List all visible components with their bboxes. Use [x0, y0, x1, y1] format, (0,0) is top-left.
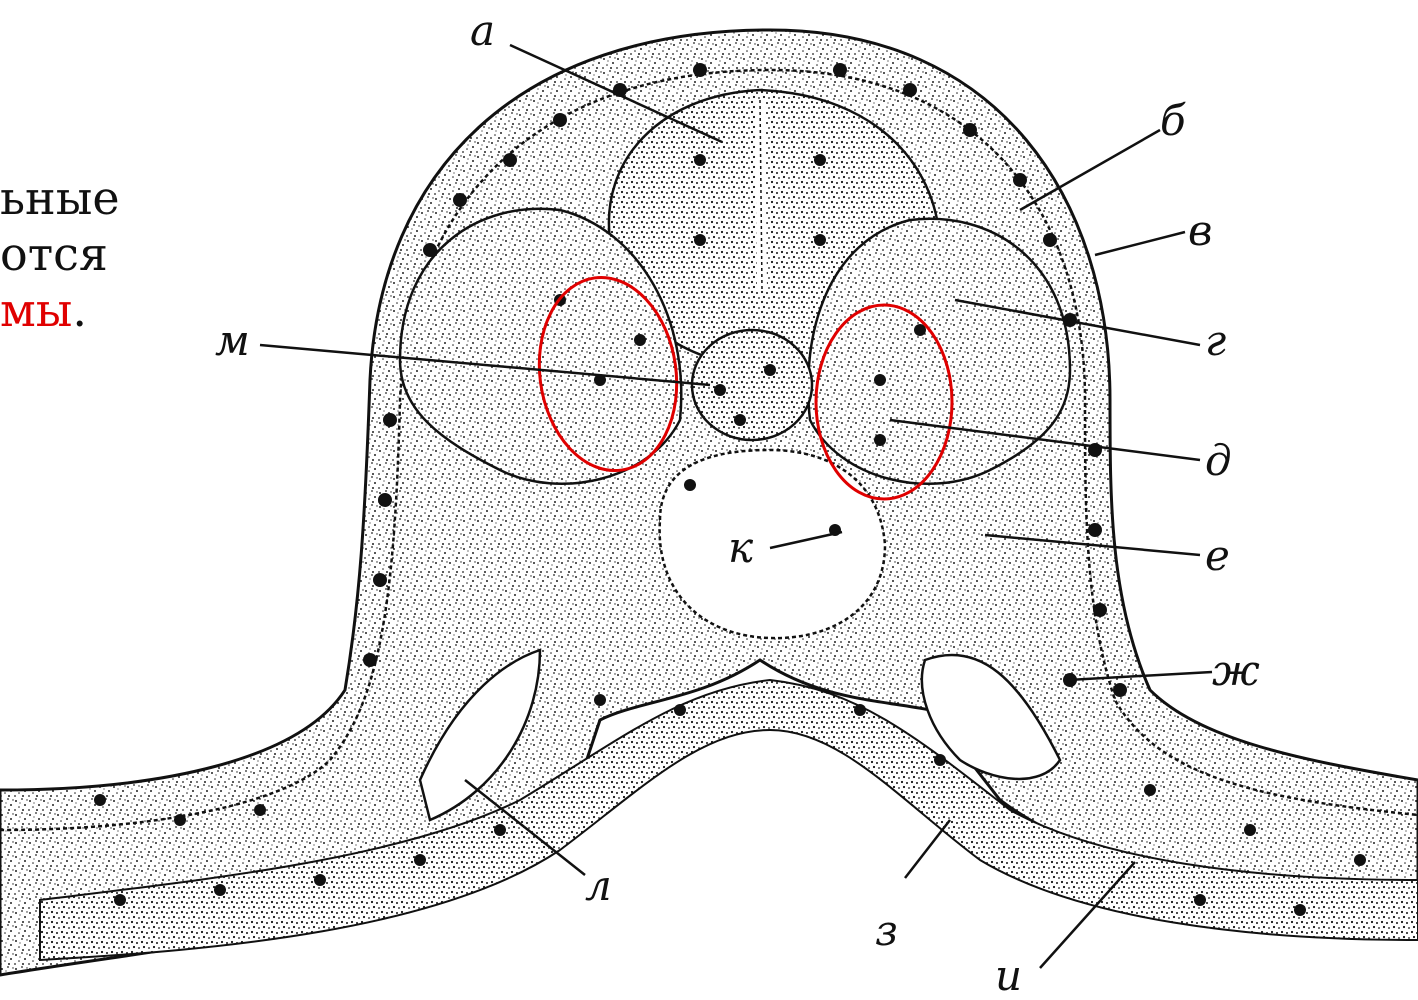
- label-m: м: [215, 316, 250, 365]
- label-b: б: [1160, 96, 1186, 145]
- label-a: а: [470, 6, 495, 55]
- label-z: з: [875, 906, 898, 955]
- label-i: и: [995, 951, 1022, 1000]
- label-d: д: [1205, 436, 1232, 485]
- label-e: е: [1205, 531, 1230, 580]
- gut-cavity: [660, 450, 885, 638]
- label-zh: ж: [1212, 646, 1260, 695]
- label-k: к: [728, 523, 754, 572]
- label-v: в: [1188, 206, 1212, 255]
- label-l: л: [585, 861, 612, 910]
- label-g: г: [1205, 316, 1226, 365]
